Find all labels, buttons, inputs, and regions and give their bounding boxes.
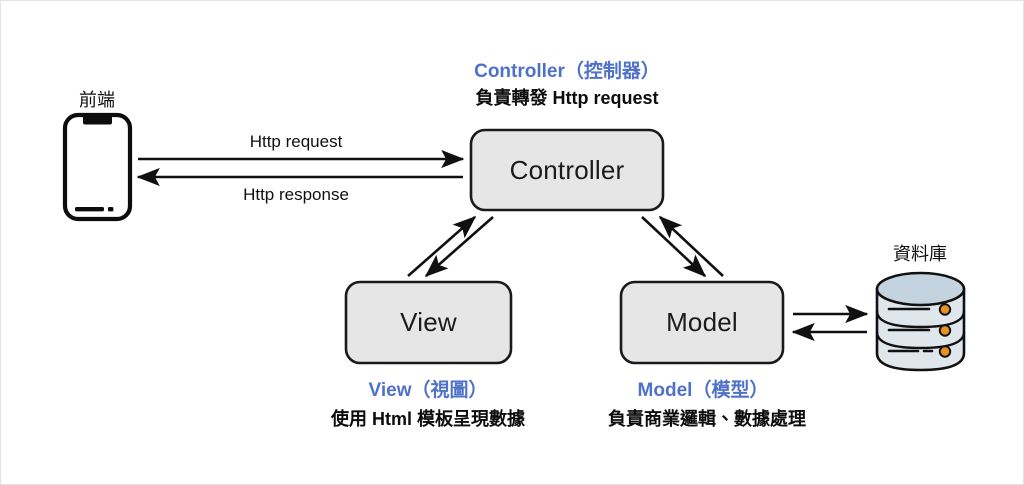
view-title-subheading: 使用 Html 模板呈現數據 — [330, 409, 526, 429]
controller-title-subheading: 負責轉發 Http request — [475, 88, 659, 108]
model-title-heading: Model（模型） — [637, 380, 769, 401]
frontend-label: 前端 — [79, 90, 115, 110]
controller-node-label: Controller — [509, 154, 625, 185]
edge-label-http-request: Http request — [249, 132, 343, 151]
model-node-label: Model — [666, 307, 738, 337]
model-node-box[interactable] — [619, 280, 785, 365]
arrow-controller-to-view — [424, 216, 494, 278]
model-title-subheading: 負責商業邏輯、數據處理 — [608, 409, 806, 429]
frontend-phone-icon — [62, 112, 133, 222]
controller-node-box[interactable] — [469, 128, 665, 212]
arrow-view-to-controller — [407, 215, 477, 277]
arrow-model-to-controller — [658, 215, 724, 277]
view-node-box[interactable] — [344, 280, 513, 365]
view-title-heading: View（視圖） — [368, 380, 488, 401]
edge-label-http-response: Http response — [243, 185, 349, 204]
database-icon — [875, 271, 966, 372]
database-label: 資料庫 — [893, 244, 947, 264]
arrow-controller-to-model — [641, 216, 707, 278]
controller-title-heading: Controller（控制器） — [474, 61, 660, 82]
view-node-label: View — [400, 307, 457, 337]
